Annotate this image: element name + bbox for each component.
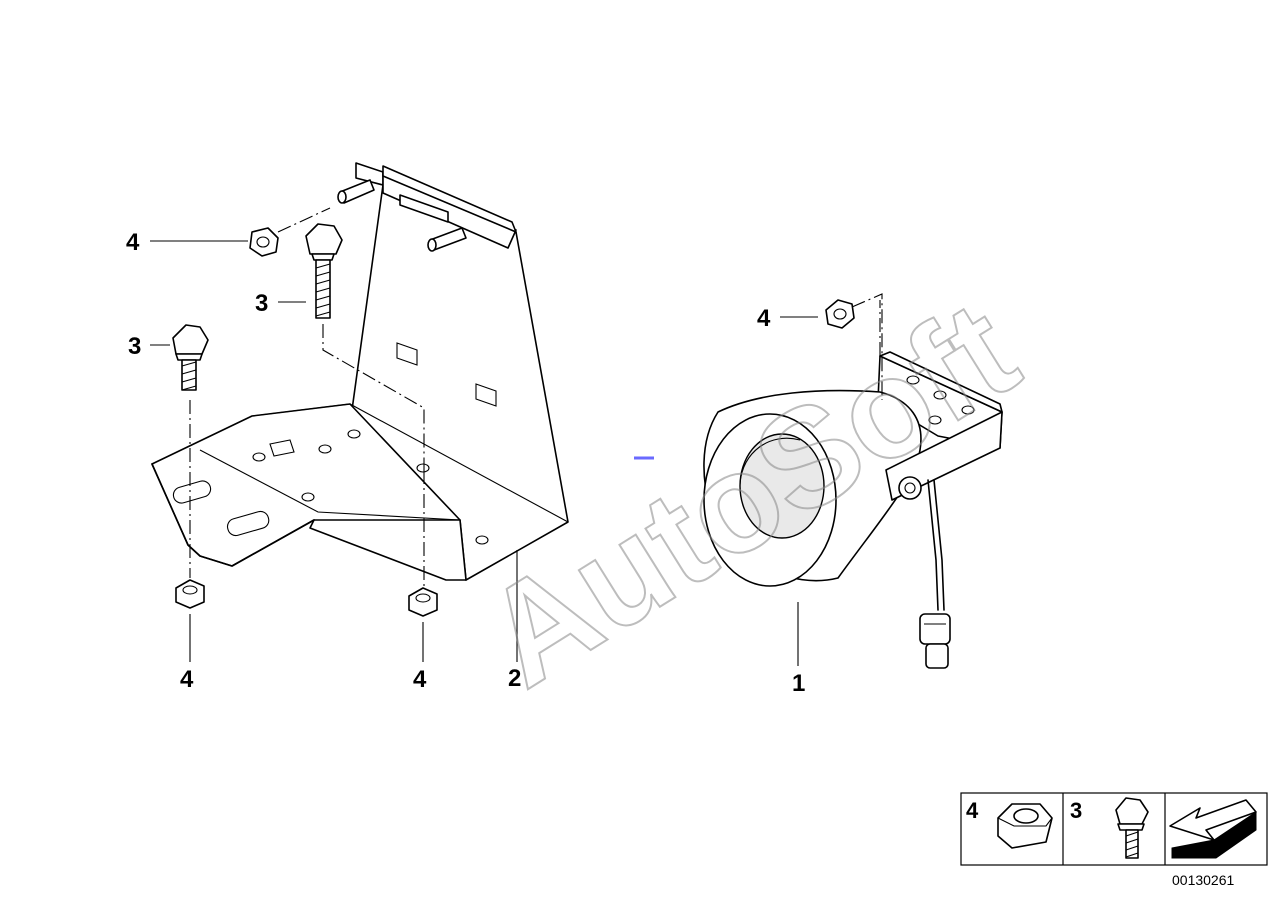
callout-lower-mid-nut: 4 (413, 666, 427, 693)
assembly-lines-siren (851, 293, 883, 400)
leader-lines (150, 240, 818, 666)
callout-siren: 1 (792, 670, 805, 697)
callout-bracket: 2 (508, 665, 521, 692)
hex-nut-siren (825, 299, 855, 329)
connector-plug (919, 613, 951, 669)
legend-nut-icon (997, 803, 1053, 849)
siren-horn (703, 351, 1003, 669)
callout-left-bolt: 3 (128, 333, 141, 360)
hex-bolt-left (172, 324, 209, 391)
assembly-lines-bracket (189, 207, 425, 590)
arrow-icon (1169, 799, 1257, 859)
stud-lower (427, 227, 467, 252)
callout-upper-bolt: 3 (255, 290, 268, 317)
legend-nut-number: 4 (966, 798, 979, 823)
hex-nut-lower-mid (408, 587, 438, 617)
parts-legend: 4 3 (960, 792, 1268, 866)
mounting-bracket (151, 162, 569, 581)
hex-bolt-upper (305, 223, 343, 319)
hex-nut-lower-left (175, 579, 205, 609)
callout-lower-left-nut: 4 (180, 666, 194, 693)
legend-bolt-number: 3 (1070, 798, 1082, 823)
hex-nut-top (249, 227, 279, 257)
drawing-number: 00130261 (1172, 872, 1235, 888)
callout-top-nut: 4 (126, 229, 140, 256)
legend-bolt-icon (1115, 797, 1149, 859)
stud-upper (337, 179, 375, 204)
callout-siren-nut: 4 (757, 305, 771, 332)
